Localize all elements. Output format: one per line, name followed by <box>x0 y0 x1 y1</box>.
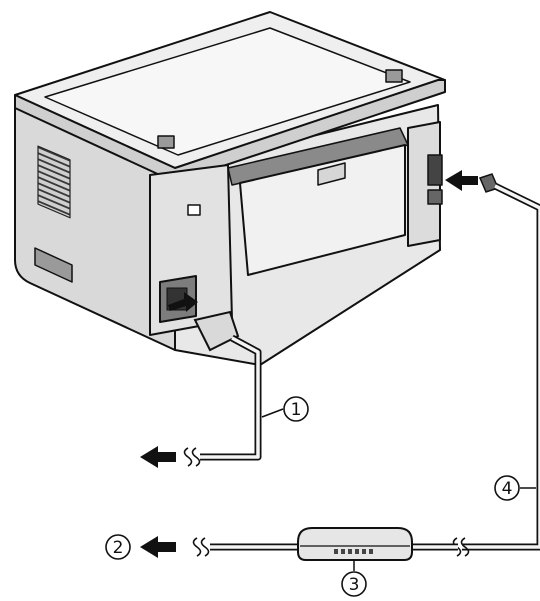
callout-3-label: 3 <box>349 575 360 595</box>
network-device: 3 <box>298 528 412 596</box>
callout-1-label: 1 <box>291 400 302 420</box>
arrow-left-icon <box>140 446 176 468</box>
usb-port-icon <box>428 155 442 185</box>
network-device-body <box>298 528 412 560</box>
lan-port-icon <box>428 190 442 204</box>
callout-2-label: 2 <box>113 538 124 558</box>
hinge-right-icon <box>386 70 402 82</box>
cable-break-icon <box>185 448 200 466</box>
usb-cable: 4 <box>445 170 540 556</box>
hinge-left-icon <box>158 136 174 148</box>
callout-4-label: 4 <box>502 479 513 499</box>
cable-break-icon <box>194 538 209 556</box>
arrow-left-icon <box>445 170 478 191</box>
port-label-icon <box>188 205 200 215</box>
arrow-left-icon <box>140 536 176 558</box>
